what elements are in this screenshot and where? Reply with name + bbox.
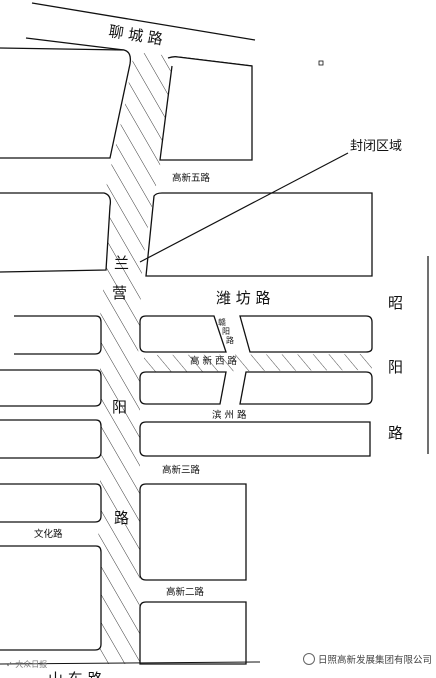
road-label-ganyang-2: 阳 <box>222 327 230 336</box>
watermark-right-text: 日照高新发展集团有限公司 <box>317 655 432 666</box>
road-label-zhaoyang-1: 昭 <box>388 294 403 312</box>
road-label-weifang: 潍 坊 路 <box>216 289 271 307</box>
watermark-right: 日照高新发展集团有限公司 <box>302 652 432 666</box>
road-label-lanyang-3: 阳 <box>112 398 127 416</box>
sealed-gaoxin-west <box>144 354 372 372</box>
road-label-lanyang-1: 兰 <box>114 254 129 272</box>
sealed-area-callout <box>139 152 349 263</box>
block-left-7 <box>0 545 102 651</box>
road-label-gaoxin-5: 高新五路 <box>172 172 211 184</box>
road-label-gaoxin-2: 高新二路 <box>166 586 205 598</box>
block-right-2 <box>145 192 373 277</box>
road-label-lanyang-4: 路 <box>114 509 129 527</box>
road-label-gaoxin-3: 高新三路 <box>162 464 201 476</box>
sealed-corridor <box>98 52 172 664</box>
block-left-4 <box>0 369 102 407</box>
block-left-2 <box>0 192 112 273</box>
road-label-lanyang-2: 营 <box>112 284 127 302</box>
sealed-area-label: 封闭区域 <box>350 139 402 154</box>
road-label-binzhou: 滨 州 路 <box>212 409 247 421</box>
wechat-icon <box>302 653 315 665</box>
block-right-5 <box>139 421 371 457</box>
block-right-4b <box>239 371 373 405</box>
road-label-zhaoyang-2: 阳 <box>388 358 403 376</box>
road-label-liaocheng: 聊 城 路 <box>107 22 164 48</box>
road-label-gaoxin-west: 高 新 西 路 <box>190 355 238 367</box>
block-right-3b <box>239 315 373 353</box>
marker-square <box>318 60 324 66</box>
road-label-ganyang-1: 赣 <box>218 317 226 327</box>
block-left-1 <box>0 47 132 159</box>
block-left-5 <box>0 419 102 459</box>
road-label-ganyang-3: 路 <box>226 335 234 345</box>
block-right-7 <box>139 601 247 665</box>
road-label-wenhua: 文化路 <box>34 528 63 540</box>
block-left-6 <box>0 483 102 523</box>
liaocheng-road-edge <box>31 2 256 41</box>
block-right-4a <box>139 371 227 405</box>
block-right-1 <box>159 56 253 161</box>
block-left-3 <box>14 315 102 355</box>
block-right-3a <box>139 315 227 353</box>
watermark-left: ✓ 大众日报 <box>6 660 48 669</box>
road-label-zhaoyang-3: 路 <box>388 424 403 442</box>
road-label-shandong: 山 东 路 <box>48 670 103 678</box>
block-right-6 <box>139 483 247 581</box>
